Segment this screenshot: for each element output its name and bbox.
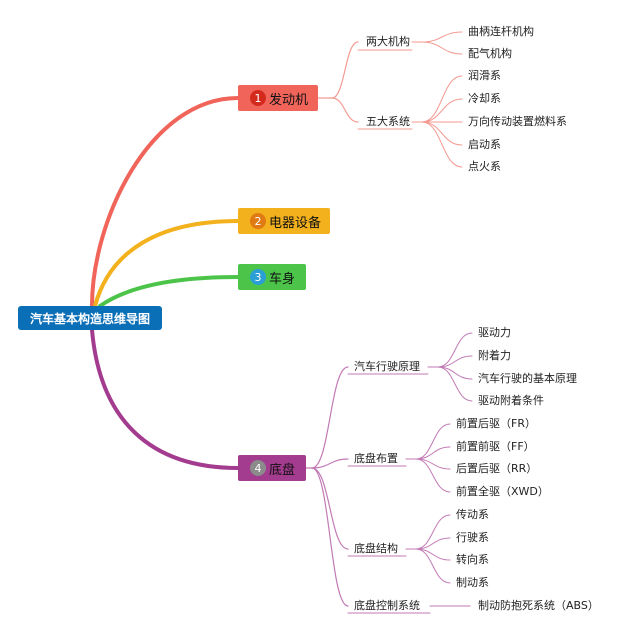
leaf-connector [415,423,451,460]
leaf-connector [421,41,463,55]
leaf-label[interactable]: 前置前驱（FF） [456,440,535,453]
leaf-connector [437,366,473,402]
group-label[interactable]: 五大系统 [366,115,410,128]
branch-connector [311,458,349,469]
leaf-connector [421,121,463,168]
branch-connector [311,467,349,607]
leaf-label[interactable]: 附着力 [478,349,511,362]
leaf-connector [421,121,463,146]
leaf-label[interactable]: 转向系 [456,553,489,566]
leaf-label[interactable]: 配气机构 [468,47,512,60]
branch-connector [331,41,359,99]
branch-electrical[interactable]: 2 电器设备 [238,208,330,234]
trunk-connector [90,96,240,308]
branch-number-badge: 1 [250,90,266,106]
leaf-label[interactable]: 驱动附着条件 [478,394,544,407]
branch-chassis[interactable]: 4 底盘 [238,455,306,481]
branch-label: 车身 [269,271,296,287]
leaf-connector [421,75,463,123]
leaf-label[interactable]: 后置后驱（RR） [456,462,538,475]
leaf-connector [415,548,451,584]
branch-engine[interactable]: 1 发动机 [238,85,318,111]
leaf-label[interactable]: 启动系 [468,138,501,151]
trunk-connector [90,328,240,470]
leaf-connector [415,458,451,493]
branch-connector [331,97,359,123]
branch-number-badge: 4 [250,460,266,476]
branch-number-badge: 3 [250,269,266,285]
group-label[interactable]: 汽车行驶原理 [354,360,420,373]
leaf-label[interactable]: 前置后驱（FR） [456,417,536,430]
leaf-label[interactable]: 行驶系 [456,531,489,544]
branch-connector [311,467,349,550]
leaf-connector [415,446,451,460]
trunk-connector [93,219,240,308]
leaf-label[interactable]: 前置全驱（XWD） [456,485,549,498]
leaf-label[interactable]: 点火系 [468,160,501,173]
leaf-label[interactable]: 曲柄连杆机构 [468,25,534,38]
branch-number-badge: 2 [250,213,266,229]
group-label[interactable]: 底盘布置 [354,452,398,465]
leaf-label[interactable]: 传动系 [456,508,489,521]
group-label[interactable]: 底盘结构 [354,542,398,555]
branch-connector [311,366,349,469]
leaf-connector [437,332,473,368]
leaf-connector [437,366,473,380]
root-label: 汽车基本构造思维导图 [29,311,150,326]
leaf-label[interactable]: 冷却系 [468,92,501,105]
branch-label: 发动机 [269,92,309,108]
group-label[interactable]: 底盘控制系统 [354,599,420,612]
leaf-connector [415,537,451,550]
branch-label: 电器设备 [269,215,322,231]
leaf-label[interactable]: 汽车行驶的基本原理 [478,372,577,385]
root-node[interactable]: 汽车基本构造思维导图 [18,306,162,330]
trunk-connector [98,275,240,308]
leaf-connector [421,31,463,43]
leaf-label[interactable]: 万向传动装置燃料系 [468,115,567,128]
leaf-connector [437,355,473,368]
group-label[interactable]: 两大机构 [366,35,410,48]
leaf-label[interactable]: 润滑系 [468,69,501,82]
leaf-connector [421,98,463,123]
leaf-label[interactable]: 驱动力 [478,326,511,339]
leaf-label[interactable]: 制动防抱死系统（ABS） [478,599,599,612]
branch-label: 底盘 [269,462,296,478]
leaf-label[interactable]: 制动系 [456,576,489,589]
leaf-connector [415,514,451,550]
branch-body[interactable]: 3 车身 [238,264,306,290]
